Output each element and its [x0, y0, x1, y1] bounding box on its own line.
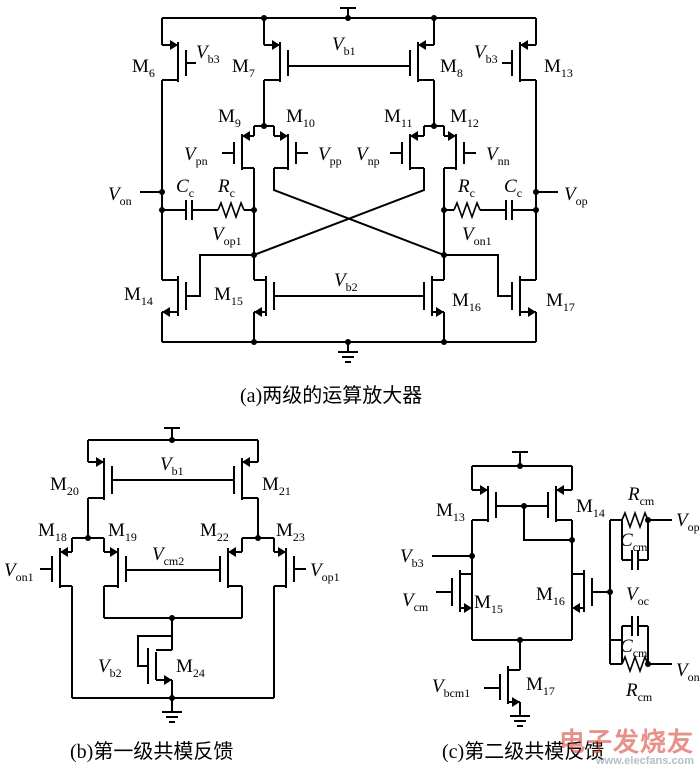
label-m16-c: M16 [536, 584, 565, 608]
label-m18: M18 [38, 520, 67, 544]
label-rcm-bottom: Rcm [625, 680, 653, 704]
label-vb1-b: Vb1 [160, 454, 184, 478]
transistor-m15 [253, 276, 275, 342]
transistor-m8 [409, 18, 435, 82]
label-m24: M24 [176, 656, 205, 680]
label-vop-c: Vop [676, 510, 700, 534]
label-vb2: Vb2 [334, 270, 358, 294]
label-rc-right: Rc [457, 176, 475, 200]
label-m16: M16 [452, 290, 481, 314]
label-m14: M14 [124, 284, 153, 308]
label-vb3-c: Vb3 [400, 546, 424, 570]
caption-b: (b)第一级共模反馈 [70, 740, 233, 763]
circuit-c-second-stage-cmfb: M13 M14 Rcm Vop Ccm Vb3 Vcm M15 M16 Voc … [400, 451, 700, 763]
watermark-text: 电子发烧友 [558, 727, 694, 757]
label-m19: M19 [108, 520, 137, 544]
transistor-m10 [273, 126, 308, 170]
label-von: Von [108, 184, 132, 208]
label-vcm2: Vcm2 [152, 544, 184, 568]
transistor-m16 [423, 276, 445, 342]
label-von1-b: Von1 [4, 560, 34, 584]
label-m17-c: M17 [526, 674, 555, 698]
label-m7: M7 [232, 56, 255, 80]
label-m12: M12 [450, 106, 479, 130]
ground-symbol-b [162, 711, 182, 723]
transistor-m13 [502, 18, 537, 82]
label-rc-left: Rc [217, 176, 235, 200]
label-m17: M17 [546, 290, 575, 314]
label-vb3-right: Vb3 [474, 42, 498, 66]
label-vb3-left: Vb3 [196, 42, 220, 66]
label-m14-c: M14 [576, 496, 605, 520]
label-m13: M13 [544, 56, 573, 80]
label-ccm-top: Ccm [620, 530, 648, 554]
label-m20: M20 [50, 474, 79, 498]
label-m11: M11 [384, 106, 412, 130]
caption-c: (c)第二级共模反馈 [442, 740, 604, 763]
caption-a: (a)两级的运算放大器 [240, 384, 422, 407]
transistor-m7 [263, 18, 289, 82]
transistor-m9 [222, 126, 255, 170]
transistor-m17 [444, 254, 537, 342]
transistor-m11 [390, 126, 425, 170]
label-vcm: Vcm [402, 590, 429, 614]
label-ccm-bottom: Ccm [620, 636, 648, 660]
label-m15: M15 [214, 284, 243, 308]
label-cc-right: Cc [504, 176, 522, 200]
label-vnp: Vnp [356, 144, 380, 168]
circuit-a-two-stage-opamp: M6 Vb3 M7 Vb1 M8 Vb3 M13 M9 M10 M11 M12 … [108, 7, 588, 407]
label-cc-left: Cc [176, 176, 194, 200]
label-von-c: Von [676, 660, 700, 684]
label-m23: M23 [276, 520, 305, 544]
transistor-m6 [161, 18, 196, 82]
label-m21: M21 [262, 474, 291, 498]
label-vpp: Vpp [318, 144, 342, 168]
label-voc: Voc [626, 584, 649, 608]
label-vop1: Vop1 [212, 224, 242, 248]
label-vnn: Vnn [486, 144, 510, 168]
label-m8: M8 [440, 56, 463, 80]
label-m22: M22 [200, 520, 229, 544]
label-vb1: Vb1 [332, 34, 356, 58]
circuit-b-first-stage-cmfb: M20 Vb1 M21 M18 M19 M22 M23 Vcm2 Von1 Vo… [4, 427, 340, 763]
label-m13-c: M13 [436, 500, 465, 524]
label-vbcm1: Vbcm1 [432, 676, 470, 700]
ground-symbol-c [510, 715, 530, 727]
watermark-url: www.elecfans.com [595, 755, 694, 767]
label-vop: Vop [564, 184, 588, 208]
label-rcm-top: Rcm [627, 484, 655, 508]
label-vop1-b: Vop1 [310, 560, 340, 584]
label-m10: M10 [286, 106, 315, 130]
transistor-m12 [443, 126, 476, 170]
label-m15-c: M15 [474, 592, 503, 616]
transistor-m14 [161, 254, 254, 342]
label-vpn: Vpn [184, 144, 208, 168]
label-m6: M6 [132, 56, 155, 80]
label-m9: M9 [218, 106, 241, 130]
label-von1: Von1 [462, 224, 492, 248]
label-vb2-b: Vb2 [98, 656, 122, 680]
watermark-logo: 电子发烧友 www.elecfans.com [559, 729, 694, 767]
